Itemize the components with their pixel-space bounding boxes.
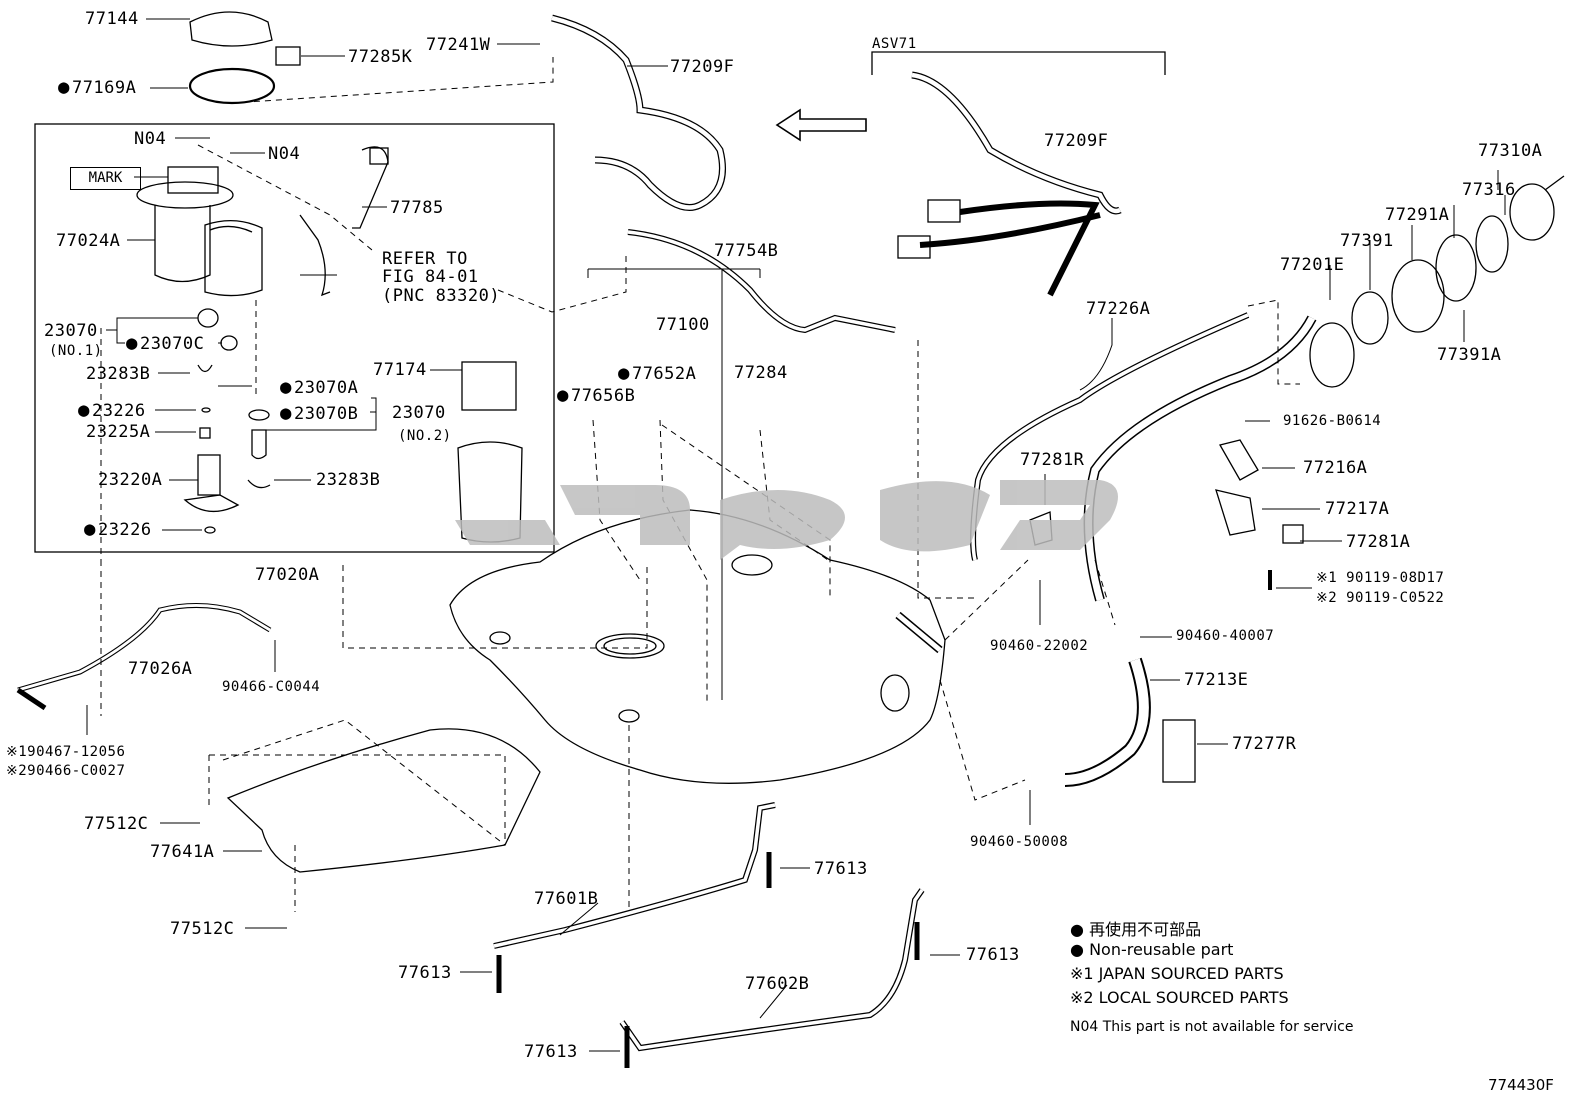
label-77512c-a: 77512C <box>84 814 149 834</box>
label-77613-a: 77613 <box>814 859 868 879</box>
label-23070-no2: 23070 <box>392 403 446 423</box>
vent-hose-top <box>551 14 726 211</box>
label-90119-c0522: ※2 90119-C0522 <box>1316 590 1445 606</box>
fuel-tank <box>449 509 946 784</box>
label-90466-c0044: 90466-C0044 <box>222 679 321 695</box>
label-77754b: 77754B <box>714 241 779 261</box>
label-77281a: 77281A <box>1346 532 1411 552</box>
figure-code: 774430F <box>1488 1076 1554 1094</box>
label-77391: 77391 <box>1340 231 1394 251</box>
label-77213e: 77213E <box>1184 670 1249 690</box>
label-refer-fig: FIG 84-01 <box>382 267 479 287</box>
label-77613-d: 77613 <box>524 1042 578 1062</box>
label-n04-b: N04 <box>268 144 301 164</box>
bracket-77174 <box>461 361 517 411</box>
label-refer-to: REFER TO <box>382 249 468 269</box>
label-77169a: 77169A <box>58 78 136 97</box>
label-23283b-b: 23283B <box>316 470 381 490</box>
protector-77277r <box>1162 719 1196 783</box>
direction-arrow <box>775 108 867 142</box>
label-77201e: 77201E <box>1280 255 1345 275</box>
label-23226-a: 23226 <box>78 401 146 420</box>
label-77174: 77174 <box>373 360 427 380</box>
gasket-ring <box>188 67 276 105</box>
label-90466-c0027: ※290466-C0027 <box>6 763 126 779</box>
label-77024a: 77024A <box>56 231 121 251</box>
label-77613-b: 77613 <box>398 963 452 983</box>
legend-local: ※2 LOCAL SOURCED PARTS <box>1070 988 1289 1007</box>
label-asv71: ASV71 <box>872 36 917 52</box>
label-77100: 77100 <box>656 315 710 335</box>
label-77613-c: 77613 <box>966 945 1020 965</box>
label-90119-08d17: ※1 90119-08D17 <box>1316 570 1445 586</box>
label-90467-12056: ※190467-12056 <box>6 744 126 760</box>
asv71-bracket <box>871 51 1166 75</box>
legend-nonreusable: ● Non-reusable part <box>1070 940 1233 959</box>
tank-strap-77602b <box>619 888 925 1052</box>
watermark-logo <box>455 480 1118 560</box>
label-77602b: 77602B <box>745 974 810 994</box>
legend-n04: N04 This part is not available for servi… <box>1070 1019 1353 1035</box>
label-23225a: 23225A <box>86 422 151 442</box>
label-23070c: 23070C <box>126 334 204 353</box>
label-77216a: 77216A <box>1303 458 1368 478</box>
legend-dot-icon: ● <box>1070 920 1084 939</box>
label-77217a: 77217A <box>1325 499 1390 519</box>
label-90460-22002: 90460-22002 <box>990 638 1089 654</box>
label-77026a: 77026A <box>128 659 193 679</box>
fuel-pump-module <box>136 166 263 297</box>
legend-nonreusable-text: Non-reusable part <box>1089 940 1234 959</box>
label-77241w: 77241W <box>426 35 491 55</box>
label-77209f-top: 77209F <box>670 57 735 77</box>
label-91626-b0614: 91626-B0614 <box>1283 413 1382 429</box>
legend-japan: ※1 JAPAN SOURCED PARTS <box>1070 964 1284 983</box>
label-23070b: 23070B <box>280 404 358 423</box>
tank-strap-77601b <box>493 802 776 949</box>
label-77316: 77316 <box>1462 180 1516 200</box>
label-77310a: 77310A <box>1478 141 1543 161</box>
label-77226a: 77226A <box>1086 299 1151 319</box>
label-no1: (NO.1) <box>49 343 103 359</box>
filler-neck <box>1309 322 1355 388</box>
inlet-hose <box>1064 657 1151 787</box>
label-77656b: 77656B <box>557 386 635 405</box>
label-77641a: 77641A <box>150 842 215 862</box>
label-77652a: 77652A <box>618 364 696 383</box>
pump-module-frame <box>34 123 555 553</box>
legend-n04-code: N04 <box>1070 1019 1099 1035</box>
label-77391a: 77391A <box>1437 345 1502 365</box>
label-77281r: 77281R <box>1020 450 1085 470</box>
legend-jp-text: 再使用不可部品 <box>1089 920 1202 939</box>
label-23220a: 23220A <box>98 470 163 490</box>
label-no2: (NO.2) <box>398 428 452 444</box>
legend-n04-note: This part is not available for service <box>1102 1019 1354 1035</box>
legend-dot-icon: ● <box>1070 940 1084 959</box>
label-77285k: 77285K <box>348 47 413 67</box>
label-90460-50008: 90460-50008 <box>970 834 1069 850</box>
label-mark: MARK <box>70 167 141 190</box>
label-23070-no1: 23070 <box>44 321 98 341</box>
label-77601b: 77601B <box>534 889 599 909</box>
label-77512c-b: 77512C <box>170 919 235 939</box>
retainer-ring <box>189 11 273 47</box>
label-90460-40007: 90460-40007 <box>1176 628 1275 644</box>
legend-jp: ● 再使用不可部品 <box>1070 916 1201 940</box>
label-77277r: 77277R <box>1232 734 1297 754</box>
label-77020a: 77020A <box>255 565 320 585</box>
label-77209f-asv: 77209F <box>1044 131 1109 151</box>
label-n04-a: N04 <box>134 129 167 149</box>
label-23226-b: 23226 <box>84 520 152 539</box>
label-77291a: 77291A <box>1385 205 1450 225</box>
label-77284: 77284 <box>734 363 788 383</box>
label-77785: 77785 <box>390 198 444 218</box>
label-refer-pnc: (PNC 83320) <box>382 286 501 306</box>
label-77144: 77144 <box>85 9 139 29</box>
label-23283b-a: 23283B <box>86 364 151 384</box>
label-23070a: 23070A <box>280 378 358 397</box>
